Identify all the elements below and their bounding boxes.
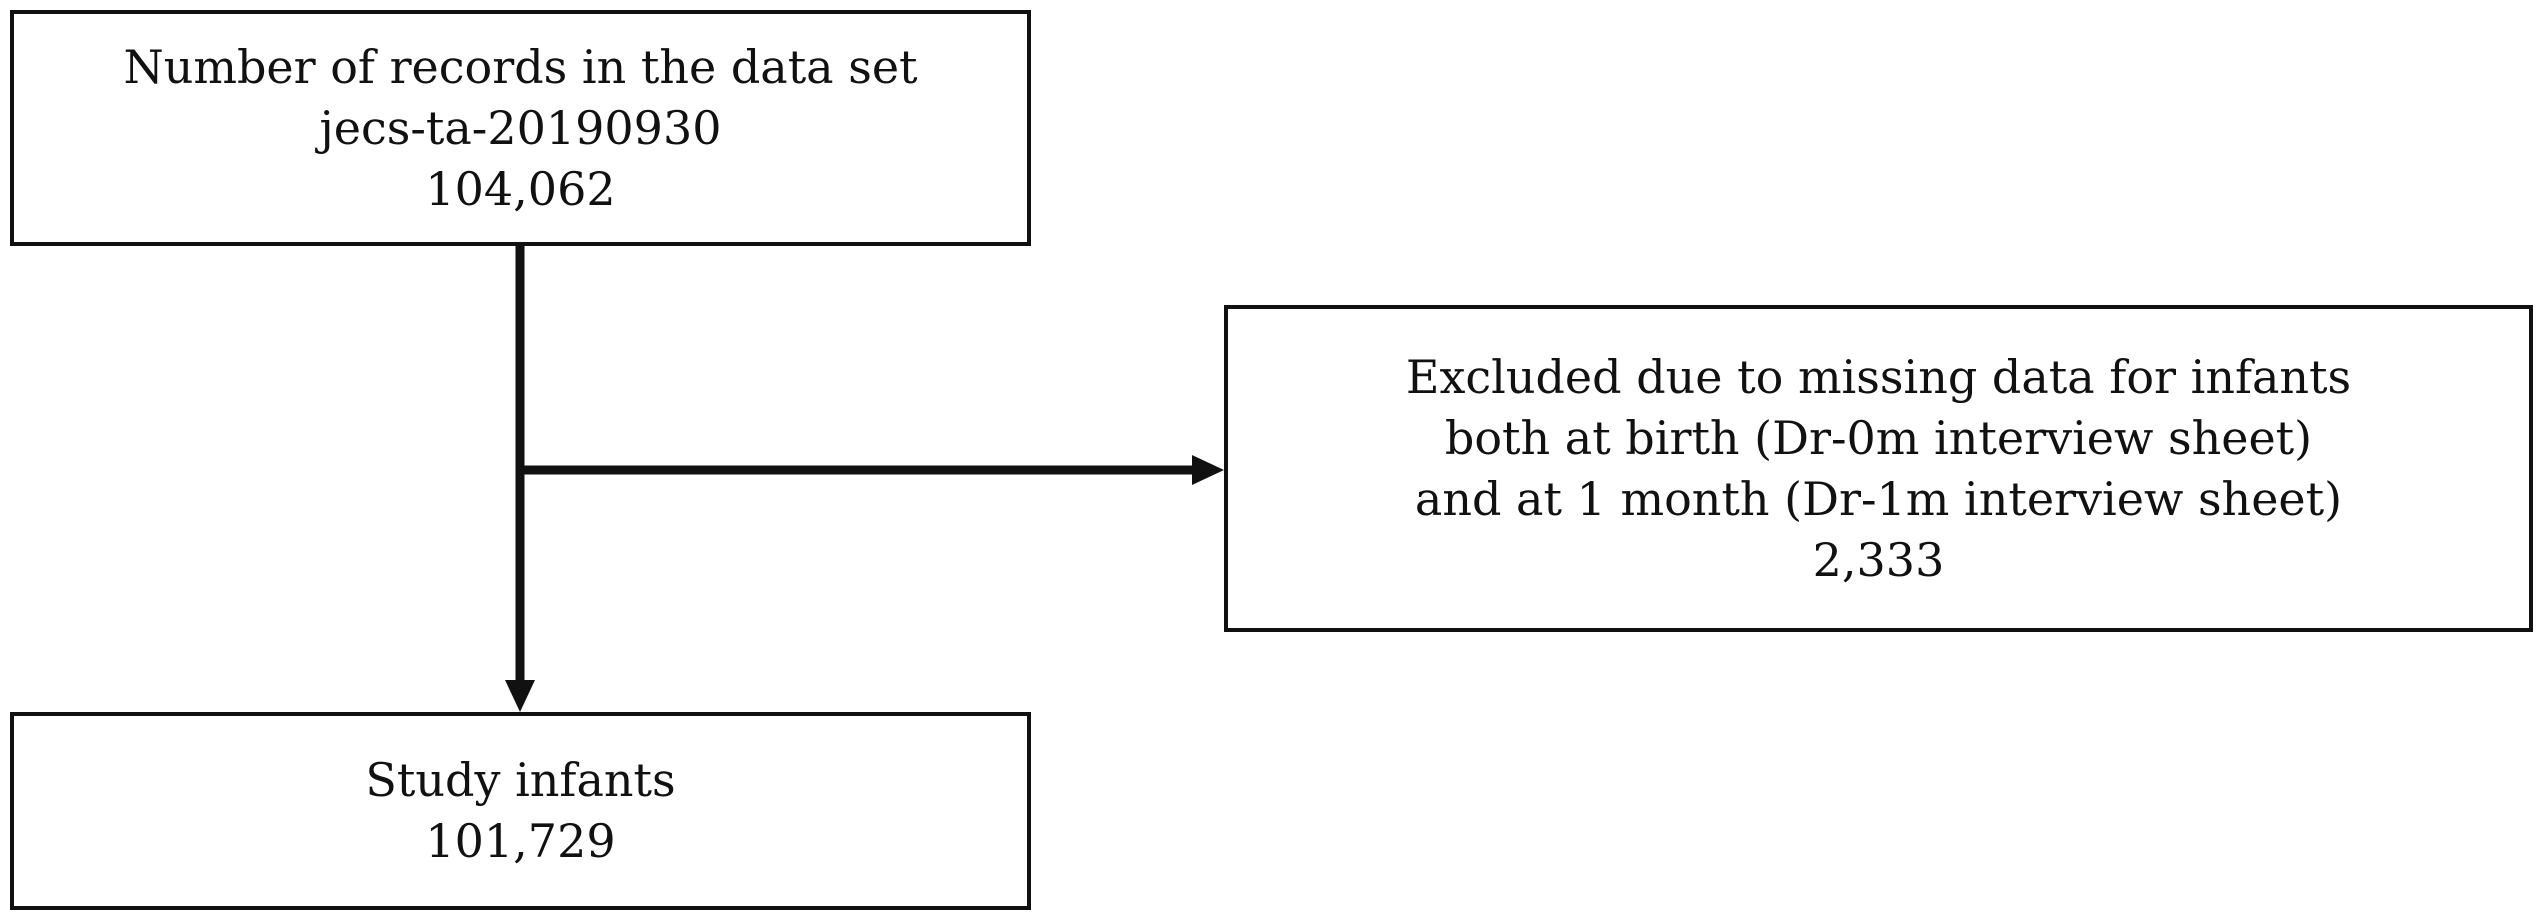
excluded-box: Excluded due to missing data for infants… <box>1224 305 2533 632</box>
down-arrowhead <box>505 680 535 712</box>
total-records-box: Number of records in the data set jecs-t… <box>10 10 1031 246</box>
total-records-count: 104,062 <box>425 161 616 216</box>
total-records-label: Number of records in the data set <box>123 39 918 94</box>
right-arrowhead <box>1192 455 1224 485</box>
excluded-reason-line-3: and at 1 month (Dr-1m interview sheet) <box>1414 471 2343 526</box>
excluded-reason-line-1: Excluded due to missing data for infants <box>1405 349 2352 404</box>
excluded-count: 2,333 <box>1812 532 1945 587</box>
study-infants-label: Study infants <box>365 753 676 807</box>
study-infants-count: 101,729 <box>425 814 616 868</box>
dataset-name: jecs-ta-20190930 <box>319 100 722 155</box>
excluded-reason-line-2: both at birth (Dr-0m interview sheet) <box>1444 410 2313 465</box>
study-infants-box: Study infants 101,729 <box>10 712 1031 910</box>
